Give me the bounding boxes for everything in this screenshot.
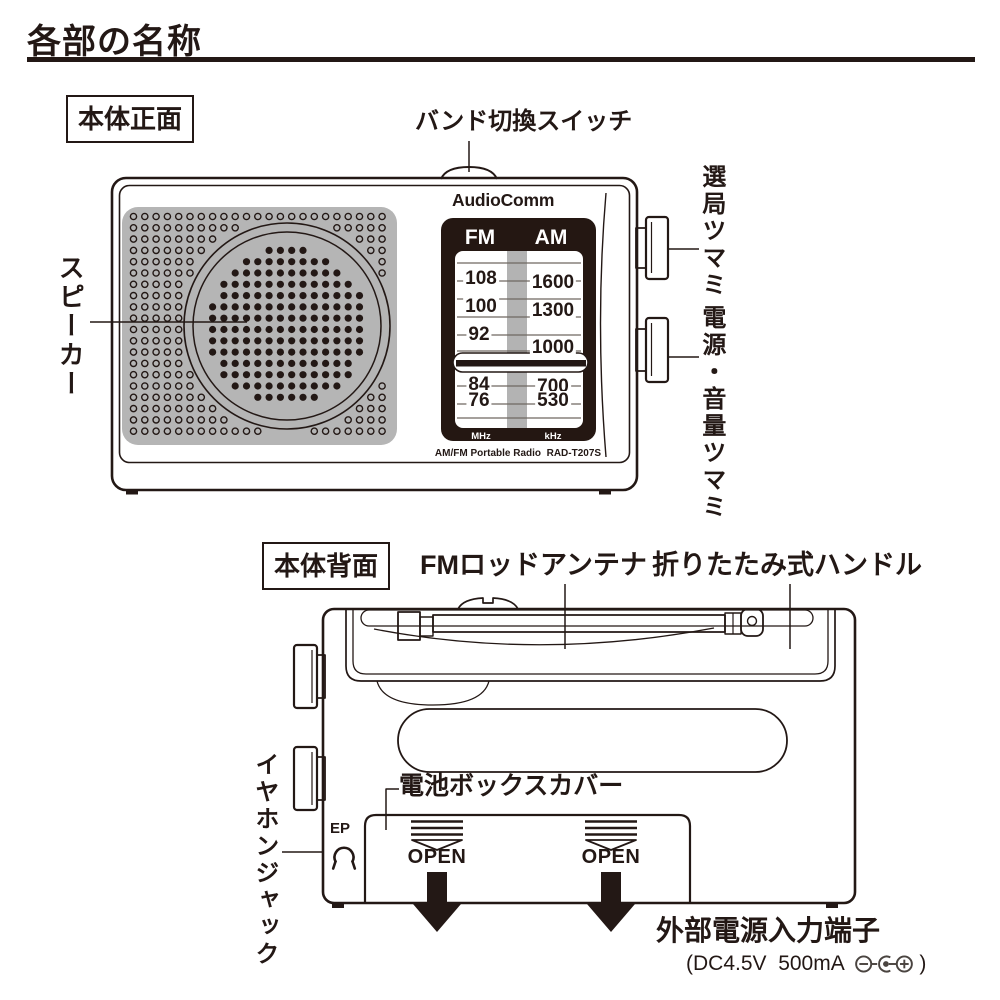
volume-knob-back-neck (316, 756, 326, 801)
antenna-rod[interactable] (432, 614, 726, 633)
handle-recess-inner (352, 608, 829, 675)
am-scale-1000: 1000 (529, 337, 577, 358)
fm-scale-108: 108 (463, 268, 499, 289)
speaker-holes (129, 212, 386, 436)
front-foot-left (126, 489, 138, 495)
open-marking-left: OPEN (407, 846, 467, 868)
tuning-knob-back-neck (316, 654, 326, 699)
dc-spec-close: ) (919, 952, 927, 975)
am-scale-530: 530 (535, 390, 571, 411)
fm-scale-92: 92 (466, 324, 492, 345)
antenna-pivot-screw (746, 615, 758, 627)
back-grip-slot (397, 708, 788, 773)
tuning-knob-label: 選局ツマミ (697, 164, 725, 299)
back-foot-right (826, 902, 838, 908)
speaker-inner-circle (192, 231, 382, 421)
volume-knob[interactable] (644, 316, 670, 384)
handle-recess-outer (345, 608, 836, 682)
dial-center-strip (507, 251, 527, 428)
front-section-label: 本体正面 (66, 95, 195, 143)
brand-logo: AudioComm (452, 190, 555, 210)
dial-fm-label: FM (464, 226, 496, 249)
dc-spec-line: (DC4.5V 500mA ) (686, 952, 926, 976)
dial-fm-unit: MHz (471, 431, 491, 442)
front-side-curve (599, 192, 607, 458)
back-body-outline (321, 607, 857, 905)
am-scale-1300: 1300 (529, 300, 577, 321)
open-grip-lines-right (585, 820, 637, 836)
dial-am-unit: kHz (544, 431, 562, 442)
tuning-knob-back[interactable] (292, 643, 319, 710)
volume-knob-back[interactable] (292, 745, 319, 812)
earphone-jack-label: イヤホンジャック (250, 752, 278, 968)
fm-scale-84: 84 (466, 374, 492, 395)
dial-needle (456, 360, 586, 367)
tuning-knob[interactable] (644, 215, 670, 281)
open-triangle-left (411, 839, 463, 851)
front-foot-right (599, 489, 611, 495)
back-foot-left (332, 902, 344, 908)
front-view-drawing (110, 166, 670, 495)
ext-power-label: 外部電源入力端子 (656, 915, 881, 946)
dial-am-label: AM (534, 226, 568, 249)
antenna-recess-curve (373, 627, 715, 646)
open-triangle-right (585, 839, 637, 851)
speaker-label: スピーカー (55, 254, 86, 399)
page-title: 各部の名称 (27, 23, 202, 61)
fm-scale-76: 76 (466, 390, 492, 411)
back-view-drawing (292, 597, 857, 932)
title-underline (27, 57, 975, 62)
band-switch-back (457, 597, 519, 610)
open-arrow-right (587, 872, 635, 932)
back-section-label: 本体背面 (262, 542, 391, 590)
speaker-grille-panel (122, 207, 397, 445)
fm-scale-100: 100 (463, 296, 499, 317)
handle-label: 折りたたみ式ハンドル (652, 550, 922, 580)
band-switch-label: バンド切換スイッチ (415, 108, 633, 135)
open-marking-right: OPEN (581, 846, 641, 868)
open-arrow-left (413, 872, 461, 932)
open-grip-lines-left (411, 820, 463, 836)
model-text: AM/FM Portable Radio RAD-T207S (434, 448, 602, 459)
battery-cover[interactable] (363, 813, 692, 902)
dc-spec-text: (DC4.5V 500mA (686, 952, 850, 975)
front-body-outline (110, 176, 639, 492)
front-face-panel (118, 184, 631, 464)
folding-handle-bar[interactable] (360, 609, 814, 627)
power-volume-knob-label: 電源・音量ツマミ (697, 305, 725, 521)
battery-cover-line (385, 788, 399, 830)
battery-cover-label: 電池ボックスカバー (399, 772, 624, 800)
ep-marking: EP (330, 820, 351, 837)
antenna-label: FMロッドアンテナ (420, 550, 647, 580)
handle-finger-scallop (376, 680, 490, 706)
speaker-outer-circle (183, 222, 391, 430)
dc-polarity-icon (855, 955, 914, 973)
am-scale-1600: 1600 (529, 272, 577, 293)
headphone-icon (331, 846, 357, 870)
callout-lines (90, 141, 791, 853)
antenna-pivot-cap (740, 608, 764, 637)
